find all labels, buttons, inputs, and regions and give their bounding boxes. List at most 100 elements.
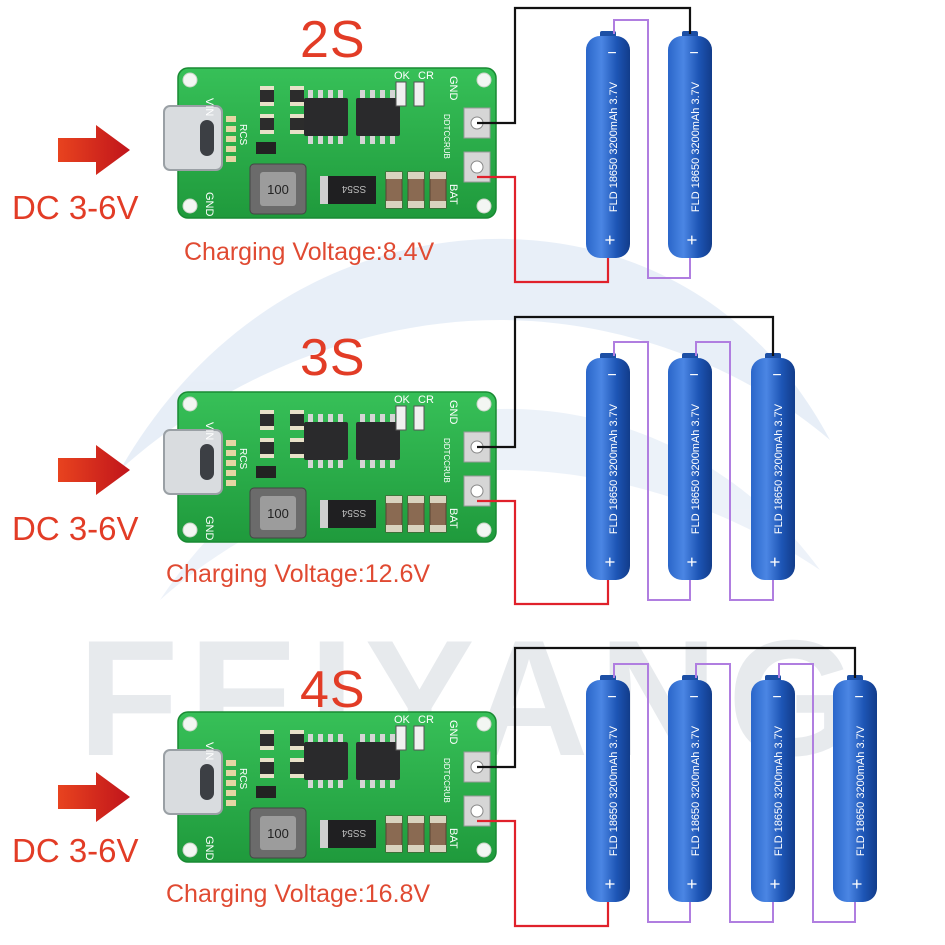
smd-pad <box>226 126 236 132</box>
battery-label: FLD 18650 3200mAh 3.7V <box>608 403 620 534</box>
resistor <box>260 438 274 458</box>
resistor-end <box>260 130 274 134</box>
chip-pin <box>308 90 313 98</box>
schottky-diode <box>320 176 376 204</box>
chip-pin <box>338 734 343 742</box>
chip-pin <box>370 780 375 788</box>
chip-pin <box>380 734 385 742</box>
ok-led <box>395 725 407 751</box>
battery-minus: − <box>772 367 781 384</box>
resistor-end <box>260 438 274 442</box>
schottky-diode <box>320 820 376 848</box>
battery-4s-4: −+FLD 18650 3200mAh 3.7V <box>833 675 877 902</box>
battery-body <box>668 36 712 258</box>
battery-minus: − <box>772 689 781 706</box>
bat-pad-hole <box>470 804 484 818</box>
capacitor-end <box>408 816 424 823</box>
mounting-hole <box>476 72 492 88</box>
series-link-wire <box>695 663 774 923</box>
gnd-silkscreen: GND <box>447 400 459 425</box>
mounting-hole <box>476 198 492 214</box>
battery-label: FLD 18650 3200mAh 3.7V <box>608 725 620 856</box>
capacitor-end <box>430 845 446 852</box>
series-link-wire <box>695 341 774 601</box>
chip-pin <box>328 136 333 144</box>
input-arrow-2s <box>58 125 130 175</box>
rcs-silkscreen: RCS <box>237 448 248 469</box>
battery-label: FLD 18650 3200mAh 3.7V <box>855 725 867 856</box>
resistor-end <box>290 758 304 762</box>
battery-2s-1: −+FLD 18650 3200mAh 3.7V <box>586 31 630 258</box>
chip-pin <box>318 734 323 742</box>
vin-silkscreen: VIN <box>203 742 215 760</box>
diode-marking: SS54 <box>341 183 366 194</box>
battery-label: FLD 18650 3200mAh 3.7V <box>773 403 785 534</box>
mounting-hole <box>182 716 198 732</box>
input-arrow-4s <box>58 772 130 822</box>
chip-pin <box>360 460 365 468</box>
resistor <box>260 86 274 106</box>
resistor-end <box>260 454 274 458</box>
ok-silkscreen: OK <box>394 394 411 406</box>
chip-pin <box>360 734 365 742</box>
gnd-left-silkscreen: GND <box>203 516 215 541</box>
battery-plus: + <box>847 879 867 890</box>
resistor <box>290 410 304 430</box>
inductor-core <box>260 172 296 206</box>
negative-wire <box>477 646 857 769</box>
capacitor-end <box>408 172 424 179</box>
capacitor-end <box>430 525 446 532</box>
capacitor-end <box>430 496 446 503</box>
chip-pin <box>318 414 323 422</box>
battery-3s-2: −+FLD 18650 3200mAh 3.7V <box>668 353 712 580</box>
resistor-end <box>290 130 304 134</box>
cr-led <box>413 405 425 431</box>
inductor-marking: 100 <box>267 826 289 841</box>
capacitor-end <box>386 201 402 208</box>
smd-pad <box>226 770 236 776</box>
config-title-3s: 3S <box>300 329 366 387</box>
resistor-end <box>260 86 274 90</box>
battery-plus: + <box>600 557 620 568</box>
battery-plus: + <box>682 235 702 246</box>
battery-2s-2: −+FLD 18650 3200mAh 3.7V <box>668 31 712 258</box>
battery-label: FLD 18650 3200mAh 3.7V <box>690 81 702 212</box>
positive-wire <box>477 819 610 928</box>
mosfet-chip <box>356 98 400 136</box>
ok-silkscreen: OK <box>394 714 411 726</box>
resistor <box>290 730 304 750</box>
config-title-2s: 2S <box>300 11 366 69</box>
resistor <box>290 758 304 778</box>
chip-pin <box>370 90 375 98</box>
chip-pin <box>308 780 313 788</box>
chip-pin <box>380 90 385 98</box>
resistor-end <box>260 758 274 762</box>
chip-pin <box>390 734 395 742</box>
cr-led <box>413 81 425 107</box>
mounting-hole <box>476 396 492 412</box>
resistor <box>260 114 274 134</box>
ddtccrub-silkscreen: DDTCCRUB <box>442 758 451 803</box>
chip-pin <box>308 136 313 144</box>
chip-pin <box>380 136 385 144</box>
resistor-end <box>260 730 274 734</box>
chip-pin <box>308 414 313 422</box>
battery-plus: + <box>600 235 620 246</box>
cr-led <box>413 725 425 751</box>
charging-voltage-label-2s: Charging Voltage:8.4V <box>184 238 435 266</box>
usb-c-opening <box>200 764 214 800</box>
chip-pin <box>390 460 395 468</box>
chip-pin <box>318 460 323 468</box>
battery-body <box>586 36 630 258</box>
chip-pin <box>338 90 343 98</box>
battery-4s-1: −+FLD 18650 3200mAh 3.7V <box>586 675 630 902</box>
smd-pad <box>226 440 236 446</box>
diode-marking: SS54 <box>341 507 366 518</box>
cr-silkscreen: CR <box>418 714 434 726</box>
resistor-end <box>290 410 304 414</box>
chip-pin <box>328 734 333 742</box>
resistor-end <box>260 774 274 778</box>
